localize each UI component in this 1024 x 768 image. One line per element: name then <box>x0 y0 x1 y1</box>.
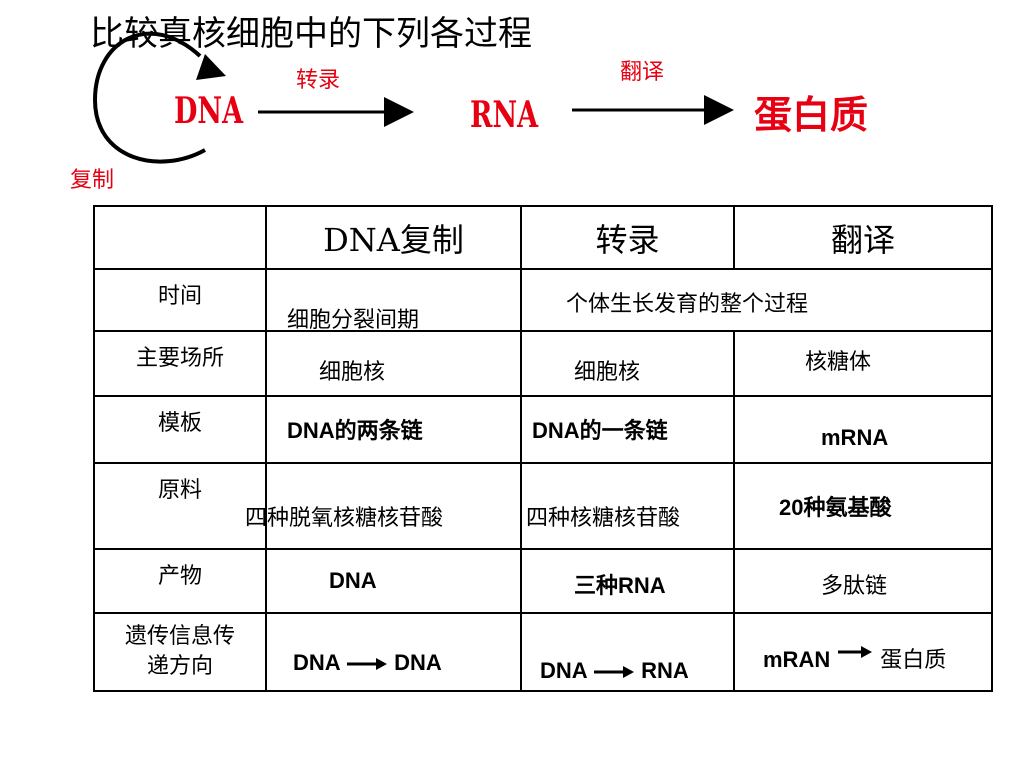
header-transcription: 转录 <box>520 205 735 270</box>
table-row-site: 主要场所 细胞核 细胞核 核糖体 <box>93 330 993 397</box>
site-replication-text: 细胞核 <box>319 360 386 385</box>
comparison-table: DNA复制 转录 翻译 时间 细胞分裂间期 个体生长发育的整个过程 主要场所 细… <box>93 205 993 692</box>
cell-material-translation: 20种氨基酸 <box>733 462 993 550</box>
right-arrow-icon <box>593 666 634 679</box>
row-label-time: 时间 <box>93 268 267 332</box>
cell-material-replication: 四种脱氧核糖核苷酸 <box>245 462 522 550</box>
cell-product-replication: DNA <box>265 548 522 614</box>
material-transcription-text: 四种核糖核苷酸 <box>526 506 681 531</box>
material-translation-text: 20种氨基酸 <box>779 495 892 520</box>
right-arrow-icon <box>346 658 387 671</box>
central-dogma-diagram <box>92 31 734 164</box>
cell-material-transcription: 四种核糖核苷酸 <box>520 462 735 550</box>
template-transcription-text: DNA的一条链 <box>532 418 668 443</box>
protein-label: 蛋白质 <box>754 93 869 137</box>
cell-flow-translation: mRAN 蛋白质 <box>733 612 993 692</box>
site-transcription-text: 细胞核 <box>574 360 641 385</box>
site-translation-text: 核糖体 <box>805 350 872 375</box>
product-replication-text: DNA <box>329 568 377 593</box>
cell-site-replication: 细胞核 <box>265 330 522 397</box>
cell-time-replication: 细胞分裂间期 <box>265 268 522 333</box>
material-replication-text: 四种脱氧核糖核苷酸 <box>245 506 444 531</box>
row-label-site: 主要场所 <box>93 330 267 397</box>
header-empty <box>93 205 267 270</box>
right-arrow-icon <box>838 646 873 658</box>
cell-product-translation: 多肽链 <box>733 548 993 614</box>
replication-label: 复制 <box>70 168 115 193</box>
rna-label: RNA <box>470 94 539 136</box>
cell-site-transcription: 细胞核 <box>520 330 735 397</box>
row-label-flow: 遗传信息传 递方向 <box>93 612 267 692</box>
dna-label: DNA <box>174 90 244 132</box>
table-row-template: 模板 DNA的两条链 DNA的一条链 mRNA <box>93 395 993 464</box>
table-row-time: 时间 细胞分裂间期 个体生长发育的整个过程 <box>93 268 993 333</box>
table-row-material: 原料 四种脱氧核糖核苷酸 四种核糖核苷酸 20种氨基酸 <box>93 462 993 550</box>
row-label-template: 模板 <box>93 395 267 464</box>
translation-label: 翻译 <box>620 60 665 85</box>
template-translation-text: mRNA <box>821 425 889 450</box>
table-header-row: DNA复制 转录 翻译 <box>93 205 993 270</box>
cell-site-translation: 核糖体 <box>733 330 993 397</box>
row-label-product: 产物 <box>93 548 267 614</box>
row-label-material: 原料 <box>93 462 267 550</box>
cell-template-replication: DNA的两条链 <box>265 395 522 464</box>
replication-loop-arrowhead <box>196 54 226 80</box>
cell-time-merged: 个体生长发育的整个过程 <box>520 268 993 332</box>
flow-translation-text: mRAN 蛋白质 <box>763 642 946 674</box>
cell-template-transcription: DNA的一条链 <box>520 395 735 464</box>
product-translation-text: 多肽链 <box>821 574 888 599</box>
cell-flow-replication: DNA DNA <box>265 612 522 692</box>
transcription-label: 转录 <box>296 68 341 93</box>
table-row-flow: 遗传信息传 递方向 DNA DNA DNA RNA mRAN 蛋白质 <box>93 612 993 692</box>
header-replication: DNA复制 <box>265 205 522 270</box>
row-label-flow-line1: 遗传信息传 <box>124 624 235 649</box>
product-transcription-text: 三种RNA <box>574 573 666 598</box>
row-label-flow-line2: 递方向 <box>146 654 213 679</box>
header-translation: 翻译 <box>733 205 993 270</box>
flow-transcription-text: DNA RNA <box>540 658 689 683</box>
time-merged-text: 个体生长发育的整个过程 <box>566 292 809 317</box>
template-replication-text: DNA的两条链 <box>287 418 423 443</box>
cell-product-transcription: 三种RNA <box>520 548 735 614</box>
table-row-product: 产物 DNA 三种RNA 多肽链 <box>93 548 993 614</box>
time-replication-text: 细胞分裂间期 <box>287 308 420 333</box>
cell-flow-transcription: DNA RNA <box>520 612 735 692</box>
flow-replication-text: DNA DNA <box>293 650 442 675</box>
cell-template-translation: mRNA <box>733 395 993 464</box>
replication-loop-arrow <box>92 31 206 164</box>
